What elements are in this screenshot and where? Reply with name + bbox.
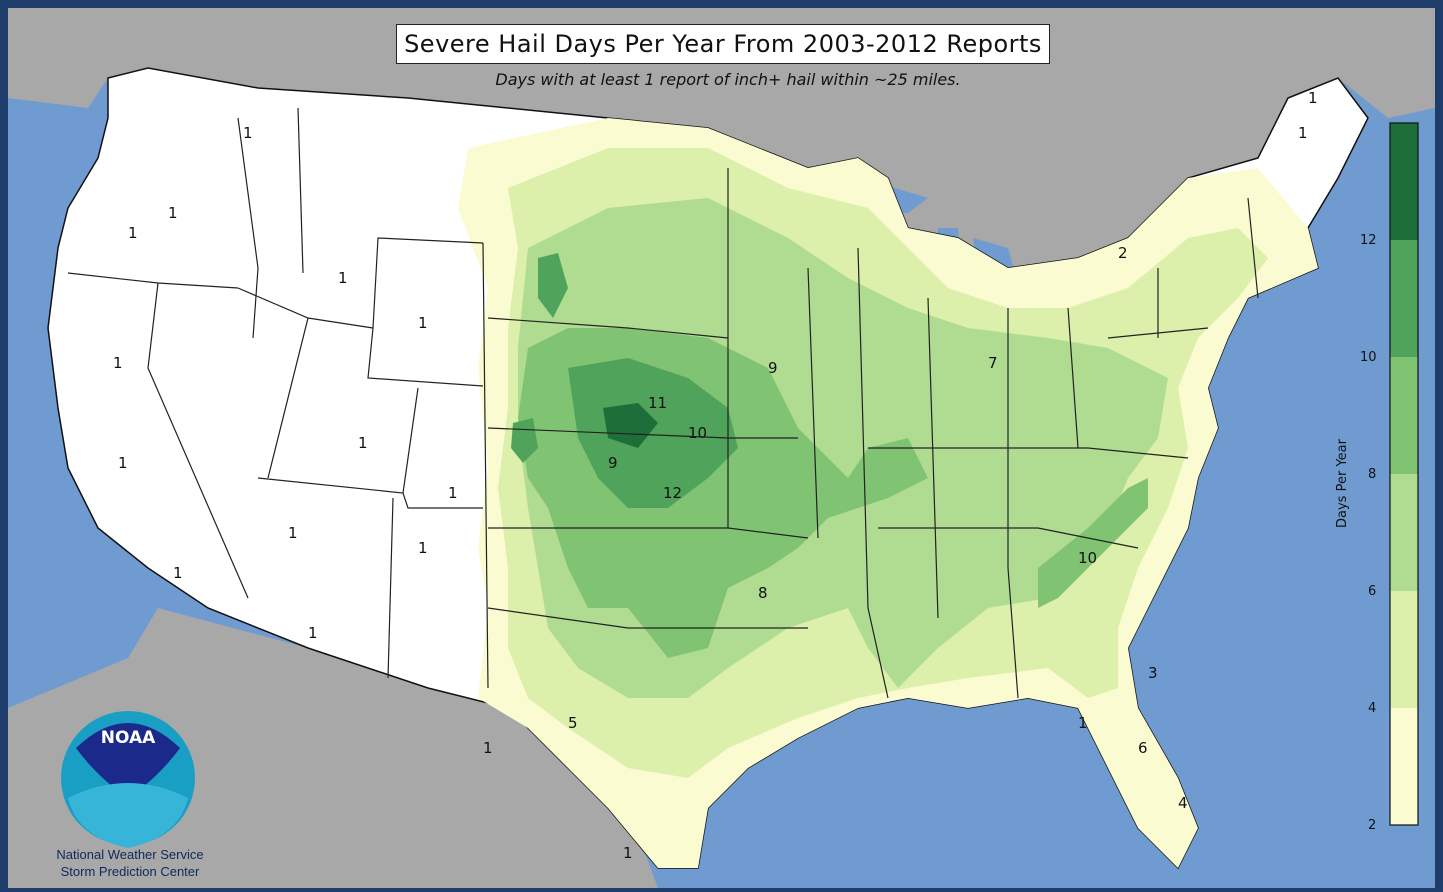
value-label: 1: [118, 454, 128, 472]
value-label: 1: [623, 844, 633, 862]
logo-caption-line2: Storm Prediction Center: [60, 864, 200, 879]
value-label: 1: [358, 434, 368, 452]
value-label: 1: [308, 624, 318, 642]
map-canvas: 2 4 6 8 10 12 Days Per Year 1 1 1 1 1 1 …: [8, 8, 1435, 888]
value-label: 3: [1148, 664, 1158, 682]
value-label: 9: [608, 454, 618, 472]
value-label: 8: [758, 584, 768, 602]
state-borders: [67, 107, 1259, 699]
canada-land: [8, 8, 1435, 268]
value-label: 1: [338, 269, 348, 287]
colorbar-tick-6: 6: [1368, 584, 1376, 599]
noaa-logo-bird: [76, 723, 180, 798]
value-label: 1: [128, 224, 138, 242]
contour-8-10-se: [1038, 478, 1148, 608]
colorbar-band-2: [1390, 591, 1418, 708]
value-label: 12: [663, 484, 682, 502]
value-label: 1: [1078, 714, 1088, 732]
value-label: 1: [288, 524, 298, 542]
value-label: 9: [768, 359, 778, 377]
colorbar: 2 4 6 8 10 12 Days Per Year: [1335, 122, 1419, 833]
value-label: 1: [1298, 124, 1308, 142]
colorbar-tick-4: 4: [1368, 701, 1376, 716]
value-label: 10: [688, 424, 707, 442]
contour-10-12: [568, 358, 738, 508]
value-label: 1: [113, 354, 123, 372]
colorbar-band-5: [1390, 240, 1418, 357]
value-label: 1: [483, 739, 493, 757]
value-label: 4: [1178, 794, 1188, 812]
colorbar-label: Days Per Year: [1335, 438, 1350, 528]
map-subtitle: Days with at least 1 report of inch+ hai…: [495, 70, 961, 89]
colorbar-band-3: [1390, 474, 1418, 591]
value-labels: 1 1 1 1 1 1 1 1 1 1 1 1 1 1 1 1 1 1 2 3: [113, 89, 1318, 862]
logo-caption: National Weather Service Storm Predictio…: [20, 846, 240, 880]
noaa-logo-text: NOAA: [101, 728, 156, 748]
value-label: 1: [1308, 89, 1318, 107]
colorbar-tick-8: 8: [1368, 467, 1376, 482]
contour-12-plus: [603, 403, 658, 448]
colorbar-band-6: [1390, 123, 1418, 240]
value-label: 1: [168, 204, 178, 222]
value-label: 1: [418, 314, 428, 332]
value-label: 7: [988, 354, 998, 372]
colorbar-band-4: [1390, 357, 1418, 474]
logo-caption-line1: National Weather Service: [56, 847, 204, 862]
value-label: 1: [448, 484, 458, 502]
noaa-logo: NOAA: [61, 711, 195, 848]
value-label: 1: [418, 539, 428, 557]
value-label: 5: [568, 714, 578, 732]
map-title: Severe Hail Days Per Year From 2003-2012…: [396, 24, 1050, 64]
value-label: 6: [1138, 739, 1148, 757]
colorbar-tick-2: 2: [1368, 818, 1376, 833]
contour-10-12-north: [538, 253, 568, 318]
hail-days-map: 2 4 6 8 10 12 Days Per Year 1 1 1 1 1 1 …: [8, 8, 1435, 888]
colorbar-tick-10: 10: [1360, 350, 1377, 365]
colorbar-band-1: [1390, 708, 1418, 825]
value-label: 11: [648, 394, 667, 412]
value-label: 1: [173, 564, 183, 582]
value-label: 1: [243, 124, 253, 142]
value-label: 10: [1078, 549, 1097, 567]
colorbar-tick-12: 12: [1360, 233, 1377, 248]
value-label: 2: [1118, 244, 1128, 262]
